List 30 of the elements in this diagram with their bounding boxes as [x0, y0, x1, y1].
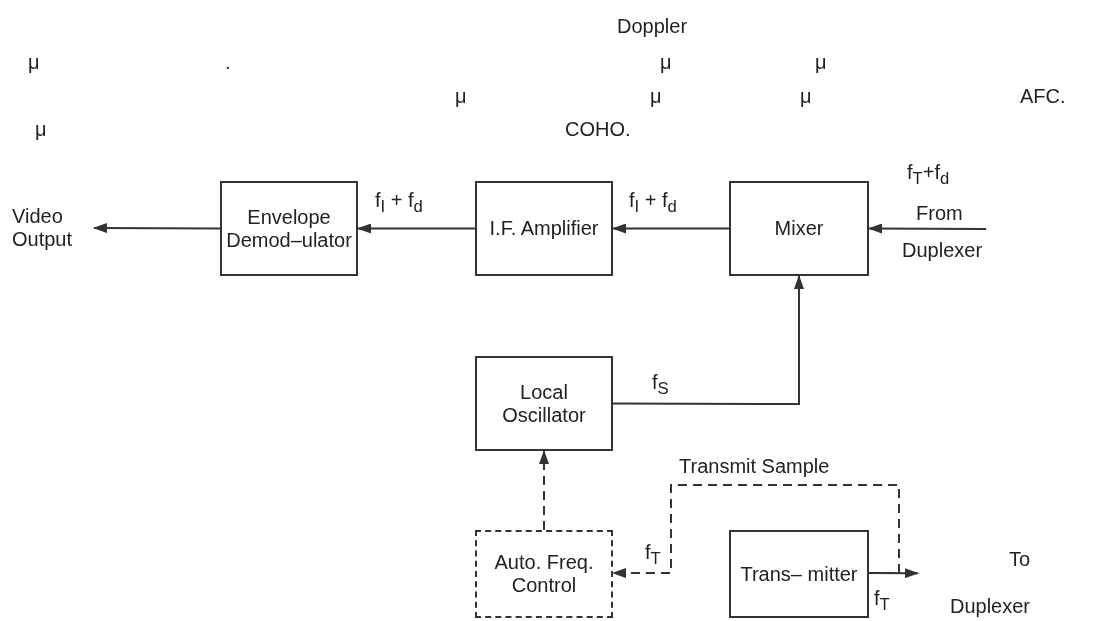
arrow [539, 450, 549, 531]
block-box: Local Oscillator [475, 356, 613, 451]
arrow [93, 223, 221, 234]
heading-word: Doppler [617, 16, 688, 36]
block-box: Envelope Demod–ulator [220, 181, 358, 276]
note-text: μ [650, 86, 662, 106]
note-text: μ [660, 52, 672, 72]
port-label: Duplexer [949, 595, 1030, 618]
note-text: μ [35, 119, 47, 139]
arrow [357, 223, 476, 234]
block-box: Auto. Freq. Control [475, 530, 613, 618]
note-text: μ [28, 52, 40, 72]
arrow [612, 484, 900, 579]
block-box: Mixer [729, 181, 869, 276]
note-text: . [225, 52, 231, 72]
port-label: Duplexer [900, 240, 985, 260]
note-text: μ [455, 86, 467, 106]
note-text: μ [815, 52, 827, 72]
note-text: μ [800, 86, 812, 106]
edge-label: Transmit Sample [677, 456, 832, 476]
note-text: AFC. [1020, 86, 1066, 106]
note-text: COHO. [565, 119, 631, 139]
port-label: Video Output [12, 205, 74, 251]
block-box: I.F. Amplifier [475, 181, 613, 276]
port-label: From [914, 203, 965, 223]
arrow [612, 275, 804, 405]
block-box: Trans– mitter [729, 530, 869, 618]
port-label: To [1008, 548, 1030, 571]
arrow [868, 223, 987, 234]
arrow [612, 223, 730, 234]
